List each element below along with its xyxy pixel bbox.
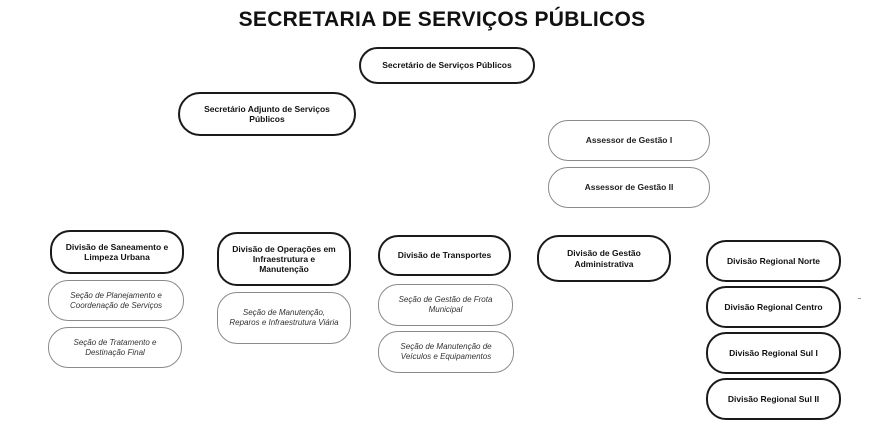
scan-speck <box>858 298 861 299</box>
node-secao-planejamento: Seção de Planejamento e Coordenação de S… <box>48 280 184 321</box>
node-secao-manutencao-viaria: Seção de Manutenção, Reparos e Infraestr… <box>217 292 351 344</box>
node-divisao-saneamento: Divisão de Saneamento e Limpeza Urbana <box>50 230 184 274</box>
node-divisao-regional-sul-1: Divisão Regional Sul I <box>706 332 841 374</box>
node-divisao-transportes: Divisão de Transportes <box>378 235 511 276</box>
node-assessor-gestao-1: Assessor de Gestão I <box>548 120 710 161</box>
page-title: SECRETARIA DE SERVIÇOS PÚBLICOS <box>238 8 646 31</box>
node-divisao-regional-norte: Divisão Regional Norte <box>706 240 841 282</box>
node-divisao-regional-sul-2: Divisão Regional Sul II <box>706 378 841 420</box>
node-secao-tratamento: Seção de Tratamento e Destinação Final <box>48 327 182 368</box>
node-divisao-operacoes: Divisão de Operações em Infraestrutura e… <box>217 232 351 286</box>
node-secretario: Secretário de Serviços Públicos <box>359 47 535 84</box>
node-divisao-gestao-administrativa: Divisão de Gestão Administrativa <box>537 235 671 282</box>
node-secao-frota: Seção de Gestão de Frota Municipal <box>378 284 513 326</box>
node-secretario-adjunto: Secretário Adjunto de Serviços Públicos <box>178 92 356 136</box>
node-assessor-gestao-2: Assessor de Gestão II <box>548 167 710 208</box>
node-divisao-regional-centro: Divisão Regional Centro <box>706 286 841 328</box>
node-secao-manutencao-veiculos: Seção de Manutenção de Veículos e Equipa… <box>378 331 514 373</box>
